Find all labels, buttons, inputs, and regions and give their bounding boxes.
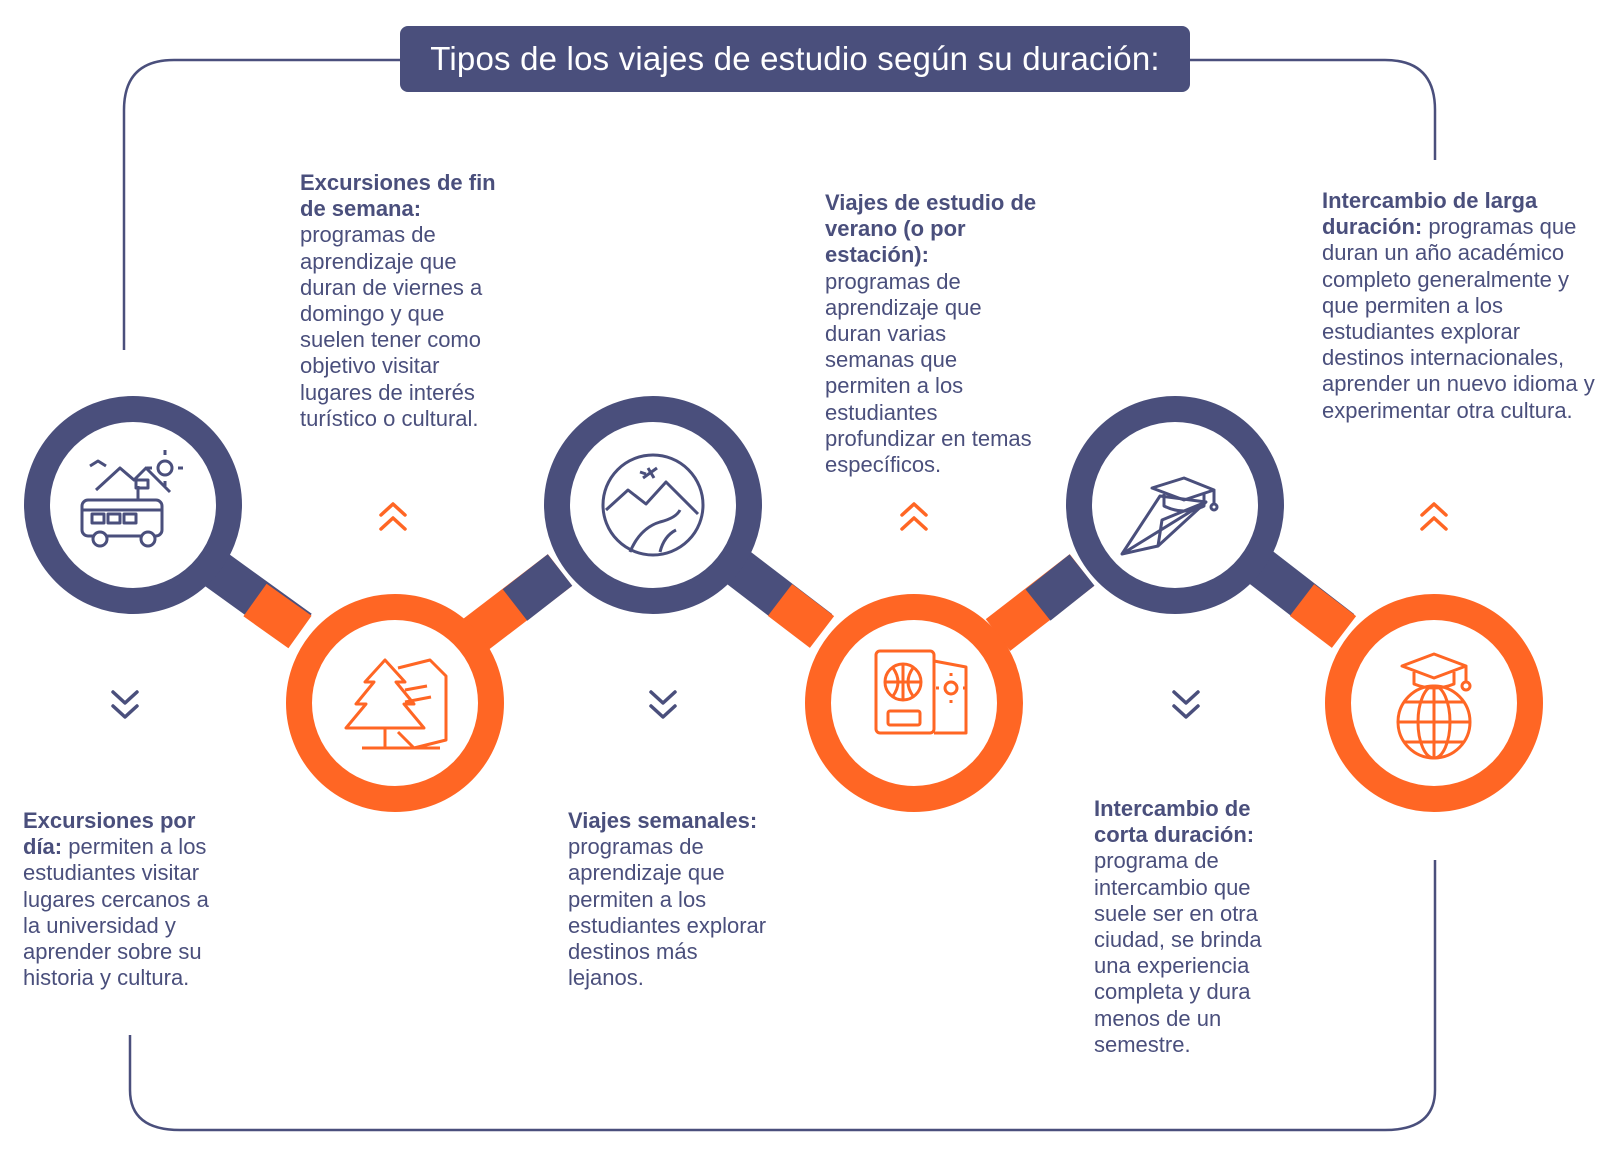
item-body: programas de aprendizaje que permiten a … xyxy=(568,834,767,991)
ring-3 xyxy=(544,396,762,614)
chevron-up-icon xyxy=(900,502,928,531)
item-heading: Viajes de estudio de verano (o por estac… xyxy=(825,190,1037,268)
item-body: programas de aprendizaje que duran de vi… xyxy=(300,222,483,431)
chevron-down-icon xyxy=(111,690,139,719)
item-heading: Intercambio de larga duración: xyxy=(1322,188,1538,240)
description-excursiones-por-dia: Excursiones por día: permiten a los estu… xyxy=(23,808,223,991)
item-body: programas que duran un año académico com… xyxy=(1322,214,1595,423)
frame-line xyxy=(128,860,1437,1132)
connectors xyxy=(198,548,1357,651)
chevron-up-icon xyxy=(1420,502,1448,531)
airplane-road-icon xyxy=(601,453,705,557)
chevron-up-icon xyxy=(379,502,407,531)
item-heading: Excursiones por día: xyxy=(23,808,196,860)
item-body: permiten a los estudiantes visitar lugar… xyxy=(23,834,209,991)
paper-plane-cap-icon xyxy=(1120,476,1219,556)
globe-cap-icon xyxy=(1396,652,1472,760)
passport-icon xyxy=(874,649,968,735)
bus-mountains-icon xyxy=(80,450,183,548)
frame-line xyxy=(122,58,1437,350)
description-viajes-semanales: Viajes semanales: programas de aprendiza… xyxy=(568,808,768,991)
ring-4 xyxy=(805,594,1023,812)
tree-map-icon xyxy=(344,658,448,750)
ring-2 xyxy=(286,594,504,812)
description-larga-duracion: Intercambio de larga duración: programas… xyxy=(1322,188,1598,424)
description-verano: Viajes de estudio de verano (o por estac… xyxy=(825,190,1037,478)
item-heading: Excursiones de fin de semana: xyxy=(300,170,496,222)
item-heading: Viajes semanales: xyxy=(568,808,758,833)
ring-5 xyxy=(1066,396,1284,614)
description-corta-duracion: Intercambio de corta duración: programa … xyxy=(1094,796,1290,1058)
item-heading: Intercambio de corta duración: xyxy=(1094,796,1255,848)
diagram-title: Tipos de los viajes de estudio según su … xyxy=(400,26,1190,92)
chevron-down-icon xyxy=(649,690,677,719)
description-fin-de-semana: Excursiones de fin de semana: programas … xyxy=(300,170,500,432)
chevron-down-icon xyxy=(1172,690,1200,719)
ring-1 xyxy=(24,396,242,614)
item-body: programa de intercambio que suele ser en… xyxy=(1094,848,1262,1057)
item-body: programas de aprendizaje que duran varia… xyxy=(825,268,1032,478)
